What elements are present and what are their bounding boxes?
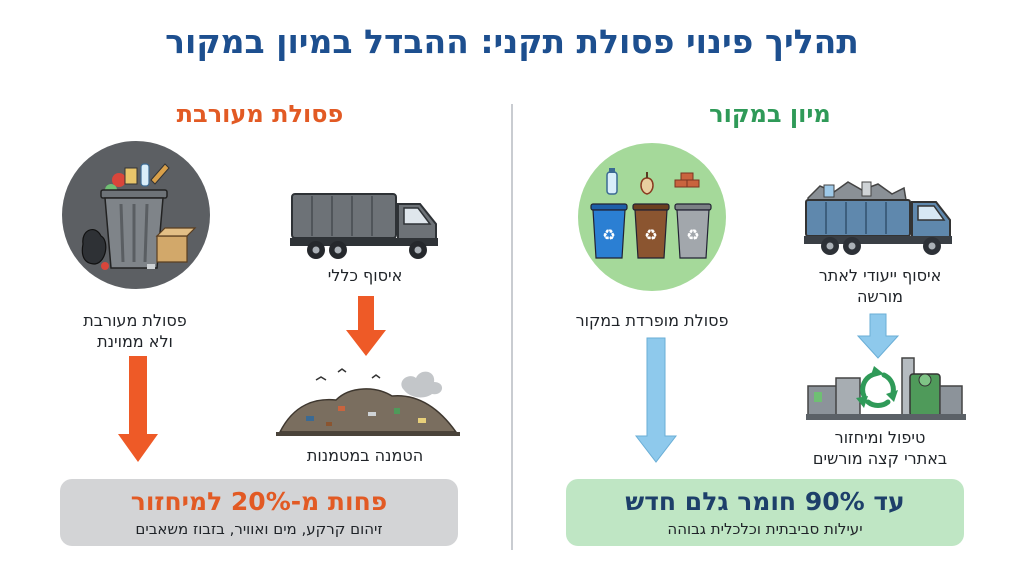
mixed-waste-result-value: פחות מ-20% למיחזור [130, 487, 388, 516]
mixed-waste-label-2: ולא ממוינת [97, 332, 173, 351]
landfill-icon [276, 368, 460, 436]
svg-text:♻: ♻ [686, 226, 699, 244]
recycling-label-1: טיפול ומיחזור [834, 428, 926, 447]
arrow-down-long-icon [118, 356, 158, 462]
mixed-waste-bin-icon [62, 141, 210, 289]
dedicated-collection-label-1: איסוף ייעודי לאתר [818, 266, 942, 285]
recycling-facility-icon [806, 357, 966, 420]
mixed-waste-heading: פסולת מעורבת [176, 100, 344, 128]
mixed-waste-result-box: פחות מ-20% למיחזור זיהום קרקע, מים ואווי… [60, 479, 458, 546]
recycling-label-2: באתרי קצה מורשים [812, 449, 948, 468]
arrow-down-long-icon [634, 337, 678, 463]
separated-bins-icon: ♻ ♻ ♻ [578, 143, 726, 291]
source-separation-result-value: עד 90% חומר גלם חדש [625, 487, 905, 516]
general-collection-truck-icon [290, 193, 438, 259]
arrow-down-icon [346, 296, 386, 356]
mixed-waste-result-note: זיהום קרקע, מים ואוויר, בזבוז משאבים [135, 520, 383, 538]
separated-waste-label: פסולת מופרדת במקור [575, 311, 729, 330]
mixed-waste-label-1: פסולת מעורבת [83, 311, 187, 330]
source-separation-heading: מיון במקור [709, 100, 831, 128]
svg-text:♻: ♻ [602, 226, 615, 244]
general-collection-label: איסוף כללי [327, 266, 403, 285]
dedicated-collection-label-2: מורשה [856, 287, 904, 306]
arrow-down-icon [856, 313, 900, 359]
center-divider [511, 104, 513, 550]
landfill-label: הטמנה במטמנות [306, 446, 424, 465]
source-separation-result-box: עד 90% חומר גלם חדש יעילות סביבתית וכלכל… [566, 479, 964, 546]
svg-text:♻: ♻ [644, 226, 657, 244]
dedicated-collection-truck-icon [804, 181, 952, 255]
page-title: תהליך פינוי פסולת תקני: ההבדל במיון במקו… [165, 22, 859, 61]
source-separation-result-note: יעילות סביבתית וכלכלית גבוהה [667, 520, 863, 538]
